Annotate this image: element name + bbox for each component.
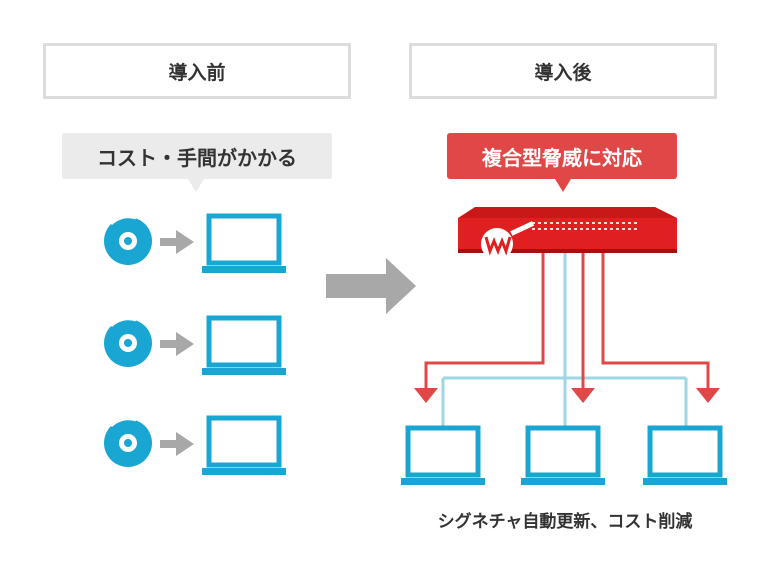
threat-bubble-label: 複合型脅威に対応 <box>482 145 642 170</box>
laptop-icon <box>202 415 286 475</box>
before-header: 導入前 <box>43 43 351 99</box>
after-header: 導入後 <box>409 43 717 99</box>
after-caption: シグネチャ自動更新、コスト削減 <box>437 512 693 532</box>
disc-icon <box>104 215 152 265</box>
laptop-icon <box>643 425 727 485</box>
disc-icon <box>104 317 152 367</box>
transition-arrow-icon <box>326 258 416 314</box>
before-row-3 <box>104 415 286 475</box>
red-arrowheads <box>414 388 720 403</box>
cost-bubble-tail <box>188 179 204 192</box>
cost-bubble: コスト・手間がかかる <box>62 133 332 179</box>
arrow-right-icon <box>160 332 194 356</box>
after-header-label: 導入後 <box>534 61 592 84</box>
blue-network-lines <box>441 253 688 426</box>
arrow-right-icon <box>160 432 194 456</box>
firewall-appliance-icon <box>458 207 677 260</box>
threat-bubble-tail <box>555 179 571 192</box>
laptop-icon <box>202 213 286 273</box>
before-header-label: 導入前 <box>168 61 226 84</box>
laptop-icon <box>521 425 605 485</box>
laptop-icon <box>401 425 485 485</box>
before-row-2 <box>104 315 286 375</box>
brand-logo-icon <box>481 228 513 260</box>
laptop-icon <box>202 315 286 375</box>
threat-bubble: 複合型脅威に対応 <box>447 133 677 179</box>
disc-icon <box>104 417 152 467</box>
before-row-1 <box>104 213 286 273</box>
cost-bubble-label: コスト・手間がかかる <box>97 145 297 170</box>
arrow-right-icon <box>160 230 194 254</box>
red-update-lines <box>424 253 710 390</box>
